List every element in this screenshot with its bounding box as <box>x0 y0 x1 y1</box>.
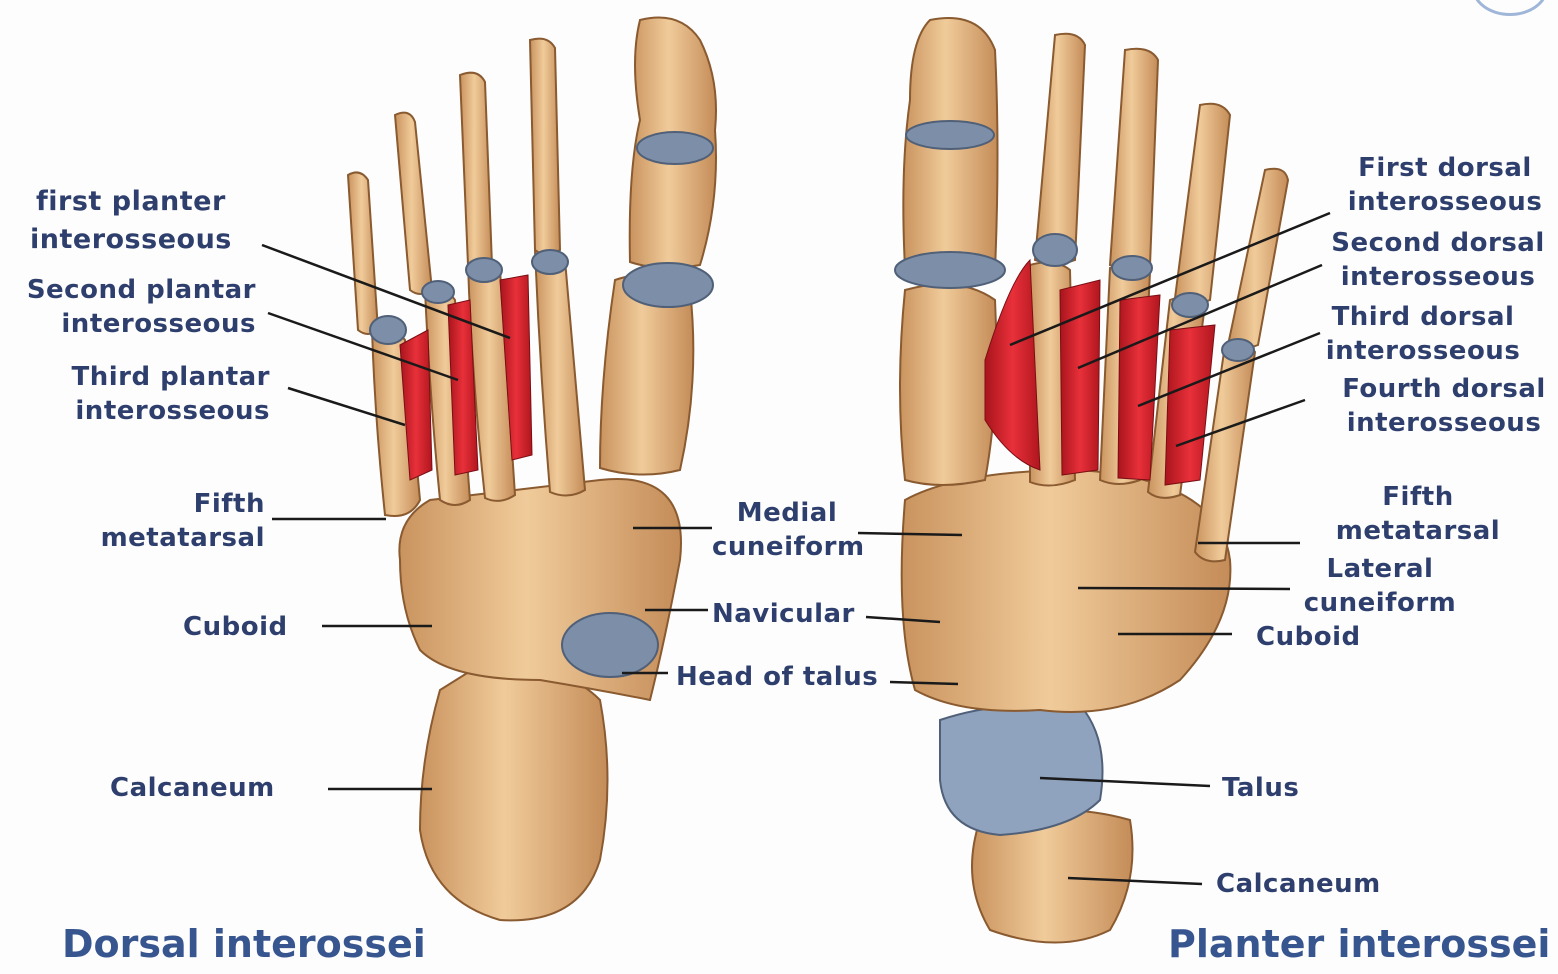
right-joint-4 <box>1172 293 1208 317</box>
label-line: metatarsal <box>1318 514 1518 548</box>
right-joint-2 <box>1033 234 1077 266</box>
label-line: Lateral <box>1290 552 1470 586</box>
label-head-of-talus: Head of talus <box>676 660 878 694</box>
label-line: interosseous <box>6 307 256 341</box>
label-third-dorsal-interosseous: Third dorsal interosseous <box>1318 300 1528 368</box>
label-right-calcaneum: Calcaneum <box>1216 867 1381 901</box>
label-line: interosseous <box>20 394 270 428</box>
left-joint-3 <box>466 258 502 282</box>
label-line: interosseous <box>1334 406 1554 440</box>
label-line: first planter <box>30 183 232 221</box>
label-first-dorsal-interosseous: First dorsal interosseous <box>1340 151 1550 219</box>
label-line: Second plantar <box>6 273 256 307</box>
label-line: metatarsal <box>60 521 265 555</box>
left-toe-5 <box>348 172 378 334</box>
label-line: Third plantar <box>20 360 270 394</box>
right-tarsal-bones <box>902 470 1231 712</box>
label-right-cuboid: Cuboid <box>1256 620 1361 654</box>
left-toe-2 <box>530 39 560 254</box>
right-joint-1a <box>906 121 994 149</box>
right-metatarsal-1 <box>900 284 996 485</box>
label-left-calcaneum: Calcaneum <box>110 771 275 805</box>
label-navicular: Navicular <box>712 597 855 631</box>
left-head-of-talus <box>562 613 658 677</box>
right-toe-3 <box>1110 49 1158 269</box>
left-joint-1b <box>623 263 713 307</box>
leader-lateral-cuneiform <box>1078 588 1290 589</box>
caption-dorsal-interossei: Dorsal interossei <box>62 922 426 966</box>
label-second-dorsal-interosseous: Second dorsal interosseous <box>1324 226 1552 294</box>
label-left-fifth-metatarsal: Fifth metatarsal <box>60 487 265 555</box>
label-line: Third dorsal <box>1318 300 1528 334</box>
label-line: interosseous <box>1318 334 1528 368</box>
label-line: Fifth <box>60 487 265 521</box>
right-muscle-first-dorsal <box>985 260 1040 470</box>
right-joint-1b <box>895 252 1005 288</box>
label-line: cuneiform <box>1290 586 1470 620</box>
left-joint-5 <box>370 316 406 344</box>
label-line: Medial <box>712 496 862 530</box>
right-joint-3 <box>1112 256 1152 280</box>
left-joint-2 <box>532 250 568 274</box>
label-third-plantar-interosseous: Third plantar interosseous <box>20 360 270 428</box>
left-joint-4 <box>422 281 454 303</box>
right-toe-5 <box>1228 169 1288 349</box>
left-calcaneum-bone <box>420 664 608 920</box>
label-line: cuneiform <box>712 530 862 564</box>
label-line: Second dorsal <box>1324 226 1552 260</box>
left-toe-3 <box>460 73 492 269</box>
right-joint-5 <box>1222 339 1254 361</box>
label-medial-cuneiform: Medial cuneiform <box>712 496 862 564</box>
label-talus: Talus <box>1222 771 1299 805</box>
label-right-fifth-metatarsal: Fifth metatarsal <box>1318 480 1518 548</box>
label-line: First dorsal <box>1340 151 1550 185</box>
right-talus-bone <box>940 704 1103 835</box>
right-toe-2 <box>1035 34 1085 264</box>
caption-planter-interossei: Planter interossei <box>1168 922 1550 966</box>
label-second-plantar-interosseous: Second plantar interosseous <box>6 273 256 341</box>
left-joint-1a <box>637 132 713 164</box>
label-first-planter-interosseous: first planter interosseous <box>30 183 232 259</box>
label-line: interosseous <box>30 221 232 259</box>
label-fourth-dorsal-interosseous: Fourth dorsal interosseous <box>1334 372 1554 440</box>
label-line: Fifth <box>1318 480 1518 514</box>
left-foot <box>348 18 716 921</box>
label-line: Fourth dorsal <box>1334 372 1554 406</box>
label-lateral-cuneiform: Lateral cuneiform <box>1290 552 1470 620</box>
left-toe-4 <box>395 113 432 294</box>
label-line: interosseous <box>1340 185 1550 219</box>
label-left-cuboid: Cuboid <box>183 610 288 644</box>
left-metatarsal-2 <box>535 249 585 496</box>
label-line: interosseous <box>1324 260 1552 294</box>
